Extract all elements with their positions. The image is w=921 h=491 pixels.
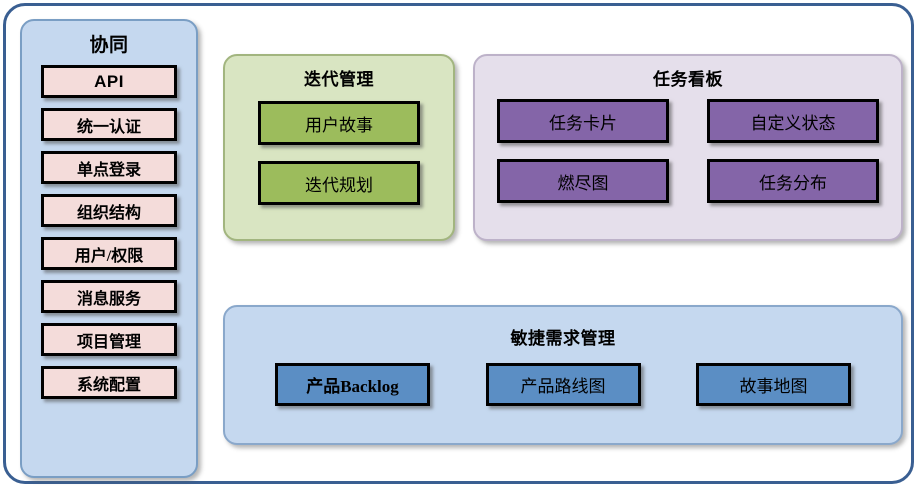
task-item-custom-status[interactable]: 自定义状态	[707, 99, 879, 143]
iteration-item-list: 用户故事 迭代规划	[225, 101, 453, 205]
panel-collaboration: 协同 API 统一认证 单点登录 组织结构 用户/权限 消息服务 项目管理 系统…	[20, 19, 198, 478]
collab-item-single-sign-on[interactable]: 单点登录	[41, 151, 177, 184]
collab-item-org-structure[interactable]: 组织结构	[41, 194, 177, 227]
task-board-item-grid: 任务卡片 自定义状态 燃尽图 任务分布	[475, 99, 901, 203]
task-item-task-card[interactable]: 任务卡片	[497, 99, 669, 143]
collab-item-api[interactable]: API	[41, 65, 177, 98]
task-item-burndown-chart[interactable]: 燃尽图	[497, 159, 669, 203]
architecture-diagram: 协同 API 统一认证 单点登录 组织结构 用户/权限 消息服务 项目管理 系统…	[3, 3, 914, 484]
collab-item-unified-auth[interactable]: 统一认证	[41, 108, 177, 141]
agile-item-product-backlog[interactable]: 产品Backlog	[275, 363, 430, 406]
iteration-item-user-story[interactable]: 用户故事	[258, 101, 420, 145]
agile-item-product-roadmap[interactable]: 产品路线图	[485, 363, 641, 406]
iteration-item-iteration-planning[interactable]: 迭代规划	[258, 161, 420, 205]
collab-item-message-service[interactable]: 消息服务	[41, 280, 177, 313]
collab-item-project-management[interactable]: 项目管理	[41, 323, 177, 356]
panel-task-board: 任务看板 任务卡片 自定义状态 燃尽图 任务分布	[473, 54, 903, 241]
panel-collaboration-title: 协同	[89, 35, 129, 56]
panel-task-board-title: 任务看板	[653, 70, 723, 89]
agile-item-story-map[interactable]: 故事地图	[696, 363, 851, 406]
collab-item-user-permission[interactable]: 用户/权限	[41, 237, 177, 270]
panel-iteration-management: 迭代管理 用户故事 迭代规划	[223, 54, 455, 241]
panel-agile-requirements-title: 敏捷需求管理	[510, 329, 616, 348]
collaboration-item-list: API 统一认证 单点登录 组织结构 用户/权限 消息服务 项目管理 系统配置	[22, 65, 196, 399]
task-item-task-distribution[interactable]: 任务分布	[707, 159, 879, 203]
collab-item-system-config[interactable]: 系统配置	[41, 366, 177, 399]
panel-iteration-title: 迭代管理	[304, 70, 374, 89]
agile-item-row: 产品Backlog 产品路线图 故事地图	[225, 363, 901, 406]
panel-agile-requirements: 敏捷需求管理 产品Backlog 产品路线图 故事地图	[223, 305, 903, 445]
